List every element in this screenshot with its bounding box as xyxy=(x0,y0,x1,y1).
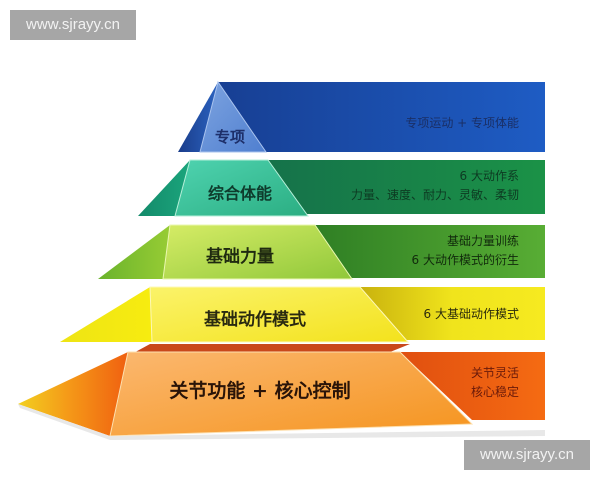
tier-label-joint-function-core-control: 关节功能 + 核心控制 xyxy=(169,380,351,402)
tier-base-shadow xyxy=(18,404,545,440)
desc-line: 专项运动 + 专项体能 xyxy=(405,116,519,130)
tier-comprehensive-fitness xyxy=(138,159,545,217)
tier-face xyxy=(149,286,410,343)
desc-line: 基础力量训练 xyxy=(446,234,519,248)
tier-joint-function-core-control xyxy=(18,344,545,440)
tier-desc-basic-movement-patterns: 6 大基础动作模式 xyxy=(424,305,519,324)
tier-label-basic-strength: 基础力量 xyxy=(206,247,274,267)
watermark-top-left: www.sjrayy.cn xyxy=(10,10,136,40)
tier-band xyxy=(400,352,545,420)
desc-line: 核心稳定 xyxy=(470,385,519,399)
tier-face xyxy=(109,351,474,437)
tier-basic-strength xyxy=(98,224,545,280)
tier-specialized xyxy=(178,80,545,153)
tier-label-comprehensive-fitness: 综合体能 xyxy=(207,184,272,203)
desc-line: 6 大动作模式的衍生 xyxy=(411,253,519,267)
tier-band xyxy=(218,82,545,152)
tier-desc-comprehensive-fitness: 6 大动作系 力量、速度、耐力、灵敏、柔韧 xyxy=(351,167,519,205)
tier-desc-basic-strength: 基础力量训练 6 大动作模式的衍生 xyxy=(412,232,519,270)
tier-label-basic-movement-patterns: 基础动作模式 xyxy=(204,310,306,330)
tier-face xyxy=(174,159,309,217)
desc-line: 6 大基础动作模式 xyxy=(423,307,519,321)
desc-line: 力量、速度、耐力、灵敏、柔韧 xyxy=(350,188,519,202)
tier-band xyxy=(360,287,545,340)
tier-side xyxy=(60,287,152,342)
desc-line: 关节灵活 xyxy=(470,366,519,380)
tier-label-specialized: 专项 xyxy=(214,128,245,146)
tier-side xyxy=(178,82,218,152)
tier-side xyxy=(18,352,128,436)
tier-side xyxy=(98,225,170,279)
tier-side xyxy=(138,160,190,216)
tier-desc-specialized: 专项运动 + 专项体能 xyxy=(405,114,519,133)
tier-face xyxy=(162,224,353,280)
desc-line: 6 大动作系 xyxy=(459,169,519,183)
tier-basic-movement-patterns xyxy=(60,286,545,343)
watermark-bottom-right: www.sjrayy.cn xyxy=(464,440,590,470)
tier-desc-joint-function-core-control: 关节灵活 核心稳定 xyxy=(471,364,519,402)
tier-face xyxy=(199,80,267,153)
tier-band xyxy=(268,160,545,214)
tier-band xyxy=(315,225,545,278)
